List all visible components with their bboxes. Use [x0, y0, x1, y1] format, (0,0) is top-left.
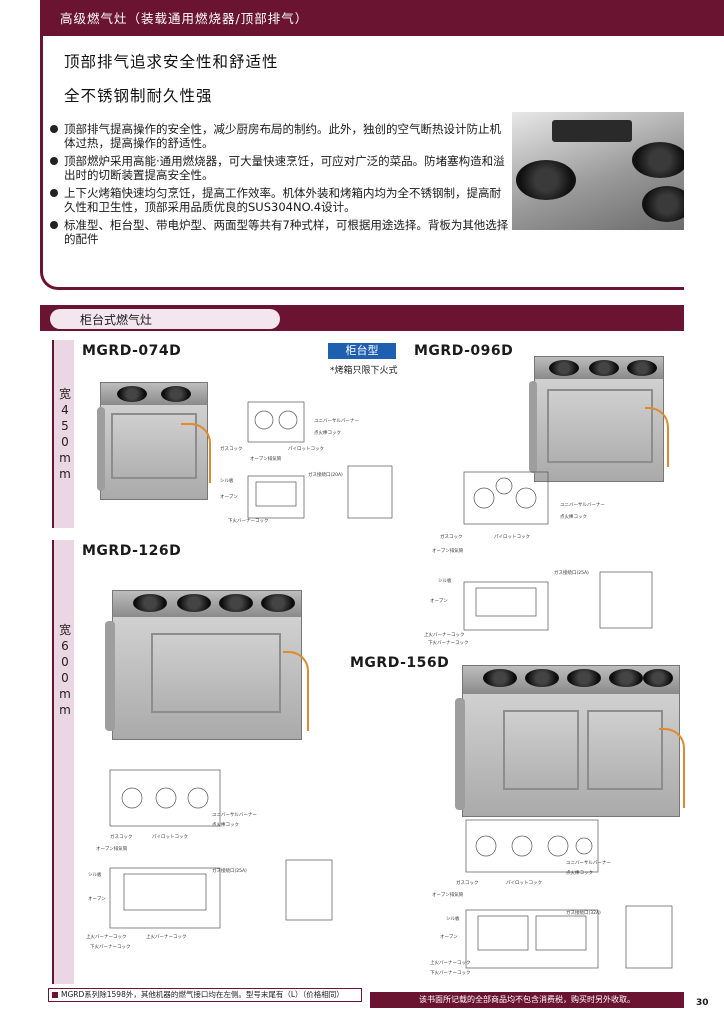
footer-note: MGRD系列除1598外，其他机器的燃气接口均在左侧。型号末尾有（L）（价格相同… [48, 988, 362, 1002]
svg-text:パイロットコック: パイロットコック [288, 446, 324, 452]
svg-text:点火棒コック: 点火棒コック [566, 869, 593, 876]
svg-text:下火バーナーコック: 下火バーナーコック [228, 518, 269, 524]
feature-item: 标准型、柜台型、带电炉型、两面型等共有7种式样，可根据用途选择。背板为其他选择的… [50, 218, 512, 246]
svg-text:パイロットコック: パイロットコック [152, 834, 188, 840]
section-title: 柜台式燃气灶 [80, 313, 153, 327]
stove-photo-126d [105, 590, 309, 740]
svg-text:パイロットコック: パイロットコック [506, 880, 542, 886]
svg-text:上火バーナーコック: 上火バーナーコック [430, 959, 471, 966]
section-label: 柜台式燃气灶 [50, 309, 280, 329]
svg-text:ガスコック: ガスコック [110, 833, 133, 840]
svg-text:オーブン排気筒: オーブン排気筒 [250, 455, 282, 462]
header-bar: 高级燃气灶（装载通用燃烧器/顶部排气） [40, 0, 724, 36]
model-label: MGRD-126D [82, 543, 182, 559]
oven-note: *烤箱只限下火式 [330, 366, 398, 376]
square-bullet-icon [52, 992, 58, 998]
svg-text:オーブン: オーブン [440, 933, 458, 940]
svg-text:ユニバーサルバーナー: ユニバーサルバーナー [566, 860, 611, 866]
intro-heading-2: 全不锈钢制耐久性强 [64, 87, 213, 105]
svg-text:シル板: シル板 [438, 577, 452, 584]
drawing-096d: ユニバーサルバーナー 点火棒コック ガスコック パイロットコック オーブン排気筒… [424, 471, 653, 646]
intro-frame [40, 28, 684, 290]
svg-text:下火バーナーコック: 下火バーナーコック [428, 640, 469, 646]
drawing-156d: ユニバーサルバーナー 点火棒コック ガスコック パイロットコック オーブン排気筒… [430, 819, 673, 976]
svg-text:ユニバーサルバーナー: ユニバーサルバーナー [314, 418, 359, 424]
feature-list: 顶部排气提高操作的安全性，减少厨房布局的制约。此外，独创的空气断热设计防止机体过… [50, 122, 512, 250]
width-tab-600: 宽 6 0 0 m m [52, 540, 74, 984]
width-tab-450: 宽 4 5 0 m m [52, 340, 74, 528]
drawing-126d: ユニバーサルバーナー 点火棒コック ガスコック パイロットコック オーブン排気筒… [86, 769, 333, 950]
svg-text:ユニバーサルバーナー: ユニバーサルバーナー [560, 502, 605, 508]
svg-text:オーブン: オーブン [88, 895, 106, 902]
header-title: 高级燃气灶（装载通用燃烧器/顶部排气） [60, 11, 309, 26]
burner-closeup-photo [512, 112, 684, 230]
svg-text:ガスコック: ガスコック [440, 533, 463, 540]
drawing-074d: ユニバーサルバーナー 点火棒コック ガスコック パイロットコック オーブン排気筒… [220, 401, 393, 524]
stove-photo-096d [529, 356, 669, 482]
bullet-icon [50, 157, 58, 165]
svg-text:オーブン排気筒: オーブン排気筒 [96, 845, 128, 852]
svg-text:シル板: シル板 [220, 477, 234, 484]
svg-text:オーブン: オーブン [430, 597, 448, 604]
page-number: 30 [696, 998, 709, 1008]
svg-text:シル板: シル板 [446, 915, 460, 922]
svg-text:上火バーナーコック: 上火バーナーコック [146, 933, 187, 940]
feature-item: 顶部燃炉采用高能·通用燃烧器，可大量快速烹饪，可应对广泛的菜品。防堵塞构造和溢出… [50, 154, 512, 182]
svg-text:点火棒コック: 点火棒コック [314, 429, 341, 436]
svg-text:ガス接続口(32A): ガス接続口(32A) [566, 909, 601, 916]
svg-text:ガス接続口(25A): ガス接続口(25A) [212, 867, 247, 874]
model-label: MGRD-096D [414, 343, 514, 359]
stove-photo-074d [97, 382, 211, 500]
svg-text:オーブン排気筒: オーブン排気筒 [432, 891, 464, 898]
feature-item: 顶部排气提高操作的安全性，减少厨房布局的制约。此外，独创的空气断热设计防止机体过… [50, 122, 512, 150]
bullet-icon [50, 221, 58, 229]
svg-text:ガスコック: ガスコック [220, 445, 243, 452]
svg-text:ガス接続口(25A): ガス接続口(25A) [554, 569, 589, 576]
svg-text:パイロットコック: パイロットコック [494, 534, 530, 540]
model-label: MGRD-074D [82, 343, 182, 359]
svg-text:下火バーナーコック: 下火バーナーコック [430, 970, 471, 976]
svg-text:ガス接続口(20A): ガス接続口(20A) [308, 471, 343, 478]
svg-text:ガスコック: ガスコック [456, 879, 479, 886]
footer-bar: 该书面所记载的全部商品均不包含消费税，购买时另外收取。 [370, 992, 684, 1008]
svg-text:点火棒コック: 点火棒コック [560, 513, 587, 520]
svg-text:ユニバーサルバーナー: ユニバーサルバーナー [212, 812, 257, 818]
svg-text:オーブン: オーブン [220, 493, 238, 500]
svg-text:オーブン排気筒: オーブン排気筒 [432, 547, 464, 554]
stove-photo-156d [455, 665, 685, 817]
intro-heading-1: 顶部排气追求安全性和舒适性 [64, 53, 279, 71]
model-label: MGRD-156D [350, 655, 450, 671]
svg-text:点火棒コック: 点火棒コック [212, 821, 239, 828]
svg-text:下火バーナーコック: 下火バーナーコック [90, 944, 131, 950]
bullet-icon [50, 189, 58, 197]
bullet-icon [50, 125, 58, 133]
feature-item: 上下火烤箱快速均匀烹饪，提高工作效率。机体外装和烤箱内均为全不锈钢制，提高耐久性… [50, 186, 512, 214]
svg-text:シル板: シル板 [88, 871, 102, 878]
svg-text:上火バーナーコック: 上火バーナーコック [86, 933, 127, 940]
counter-type-badge: 柜台型 [328, 343, 396, 359]
svg-text:上火バーナーコック: 上火バーナーコック [424, 631, 465, 638]
